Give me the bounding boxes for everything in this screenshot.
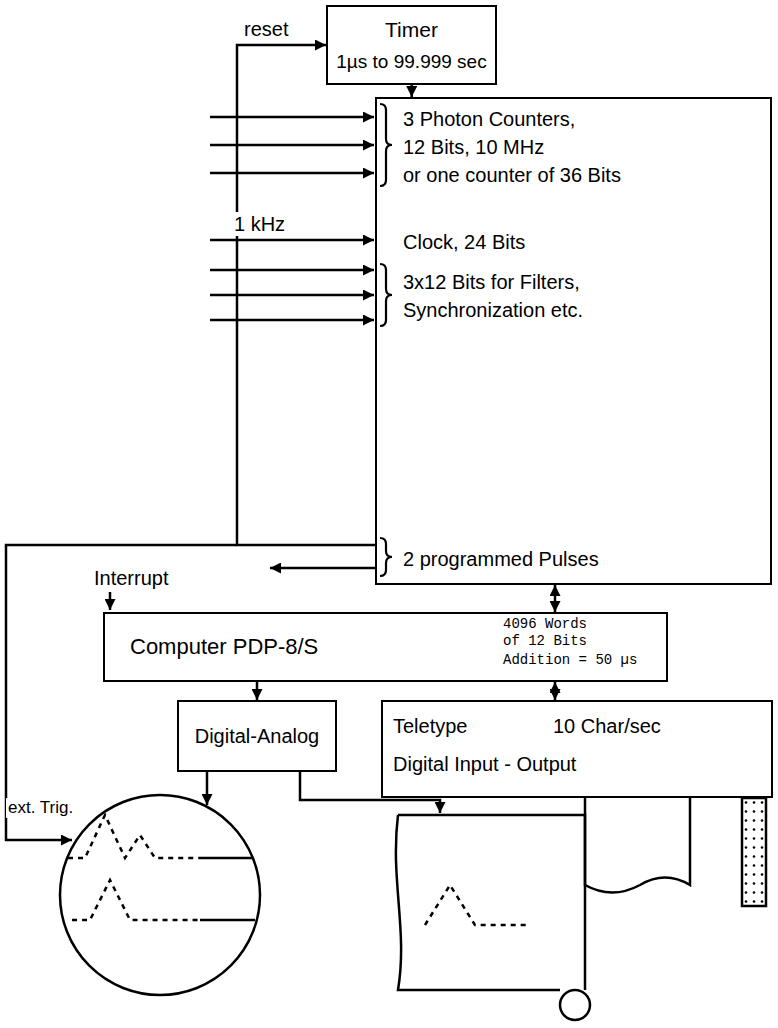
oscilloscope-screen (60, 795, 260, 995)
box-text: or one counter of 36 Bits (403, 161, 621, 189)
input-wires (210, 117, 374, 320)
input-arrow (210, 144, 374, 147)
connector (237, 45, 375, 545)
signal-name: ext. Trig. (6, 798, 75, 818)
signal-name: Interrupt (92, 566, 170, 590)
teletype-box: Teletype 10 Char/secDigital Input - Outpu… (381, 700, 773, 798)
chart-trace (425, 885, 530, 925)
signal-wires (6, 545, 440, 840)
analog-output-wire (206, 772, 209, 805)
braces (380, 104, 392, 576)
computer-box: Computer PDP-8/S 4096 Words of 12 BitsAdd… (103, 612, 668, 682)
brace (380, 264, 392, 326)
input-arrow (210, 319, 374, 322)
box-text: 4096 Words of 12 Bits (503, 616, 598, 650)
brace (380, 104, 392, 186)
box-text: Clock, 24 Bits (403, 228, 525, 256)
input-arrow (210, 269, 374, 272)
chart-recorder (396, 815, 590, 1020)
chart-paper (396, 815, 585, 990)
oscilloscope (60, 795, 260, 995)
input-arrow (210, 294, 374, 297)
box-text: Addition = 50 µs (503, 652, 637, 669)
teletype-output (585, 798, 766, 906)
analog-output-wire (300, 772, 440, 813)
box-text: 10 Char/sec (553, 712, 661, 740)
converter-box: Digital-Analog (177, 700, 337, 772)
connector (554, 682, 557, 700)
trigger-wire (6, 545, 237, 840)
edge-label: reset (242, 17, 290, 41)
scope-trace (200, 919, 255, 922)
timer-box: Timer 1µs to 99.999 sec (326, 5, 497, 85)
connector (410, 85, 413, 97)
box-title: Computer PDP-8/S (130, 632, 318, 663)
scope-trace (68, 815, 200, 858)
scope-trace (200, 857, 252, 860)
box-text: 3x12 Bits for Filters, Synchronization e… (403, 268, 643, 324)
signal-name: 1 kHz (232, 212, 287, 236)
brace (380, 538, 392, 576)
box-text: 2 programmed Pulses (403, 545, 599, 573)
printed-page (585, 798, 690, 893)
paper-roll (560, 990, 590, 1020)
input-arrow (210, 116, 374, 119)
box-text: 1µs to 99.999 sec (336, 49, 486, 76)
scope-trace (72, 880, 200, 920)
box-title: 3 Photon Counters, 12 Bits, 10 MHz (403, 105, 598, 161)
box-title: Timer (385, 15, 438, 44)
counter-interface-box: 3 Photon Counters, 12 Bits, 10 MHzor one… (375, 97, 772, 585)
connector (554, 585, 557, 612)
pulse-output-wire (270, 567, 375, 570)
box-title: Teletype (393, 712, 468, 740)
input-arrow (210, 239, 374, 242)
interrupt-arrow (109, 592, 112, 610)
input-arrow (210, 172, 374, 175)
connector (256, 682, 259, 700)
box-title: Digital-Analog (195, 722, 320, 750)
box-text: Digital Input - Output (393, 750, 576, 778)
paper-tape (742, 798, 766, 906)
